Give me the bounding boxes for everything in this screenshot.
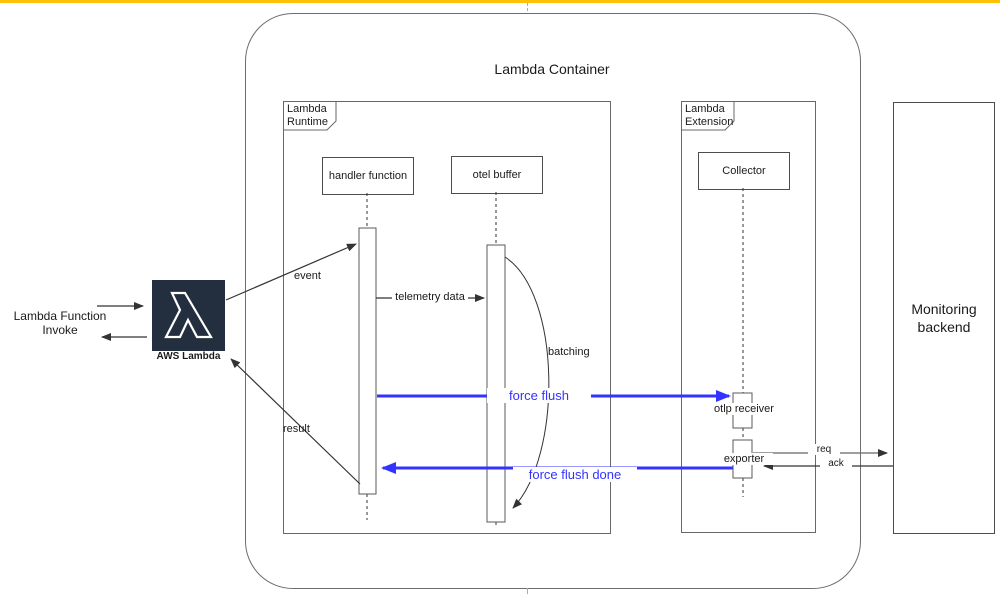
result-arrow <box>230 358 361 485</box>
handler-activation-bar <box>358 227 377 495</box>
otlp-receiver-label: otlp receiver <box>707 403 781 415</box>
event-label: event <box>294 270 321 282</box>
handler-function-box: handler function <box>322 157 414 195</box>
lambda-container-outline <box>245 13 861 589</box>
exporter-label: exporter <box>715 453 773 465</box>
lambda-extension-frame-label: Lambda Extension <box>685 103 733 129</box>
lambda-runtime-frame <box>283 101 611 534</box>
aws-lambda-icon <box>152 280 225 351</box>
aws-lambda-caption: AWS Lambda <box>156 351 221 362</box>
lambda-runtime-label-line2: Runtime <box>287 116 328 128</box>
req-label: req <box>808 444 840 455</box>
lambda-extension-frame <box>681 101 816 533</box>
lambda-function-invoke-label: Lambda Function Invoke <box>13 309 107 337</box>
lambda-glyph-icon <box>164 291 213 339</box>
result-label: result <box>283 423 310 435</box>
lambda-runtime-label-line1: Lambda <box>287 103 327 115</box>
otel-buffer-box: otel buffer <box>451 156 543 194</box>
event-arrow <box>225 243 357 301</box>
force-flush-label: force flush <box>487 388 591 403</box>
lambda-extension-label-line2: Extension <box>685 116 734 128</box>
monitoring-backend-line2: backend <box>917 319 971 335</box>
force-flush-done-label: force flush done <box>513 467 637 482</box>
batching-label: batching <box>548 346 590 358</box>
collector-box: Collector <box>698 152 790 190</box>
window-top-accent-bar <box>0 0 1000 3</box>
page-boundary-tick-bottom <box>527 588 528 594</box>
runtime-tab-outline <box>283 101 337 131</box>
extension-tab-outline <box>681 101 735 131</box>
lambda-extension-label-line1: Lambda <box>685 103 725 115</box>
telemetry-data-label: telemetry data <box>392 291 468 303</box>
lambda-container-title: Lambda Container <box>494 61 610 77</box>
page-boundary-tick-top <box>527 3 528 11</box>
monitoring-backend-box: Monitoring backend <box>893 102 995 534</box>
lambda-runtime-frame-label: Lambda Runtime <box>287 103 328 129</box>
lifelines <box>366 188 744 528</box>
monitoring-backend-line1: Monitoring <box>911 301 977 317</box>
activation-bars <box>358 227 753 523</box>
flush-arrows <box>377 390 733 474</box>
batching-arc <box>504 256 550 509</box>
ack-label: ack <box>820 458 852 469</box>
otel-buffer-activation-bar <box>486 244 506 523</box>
